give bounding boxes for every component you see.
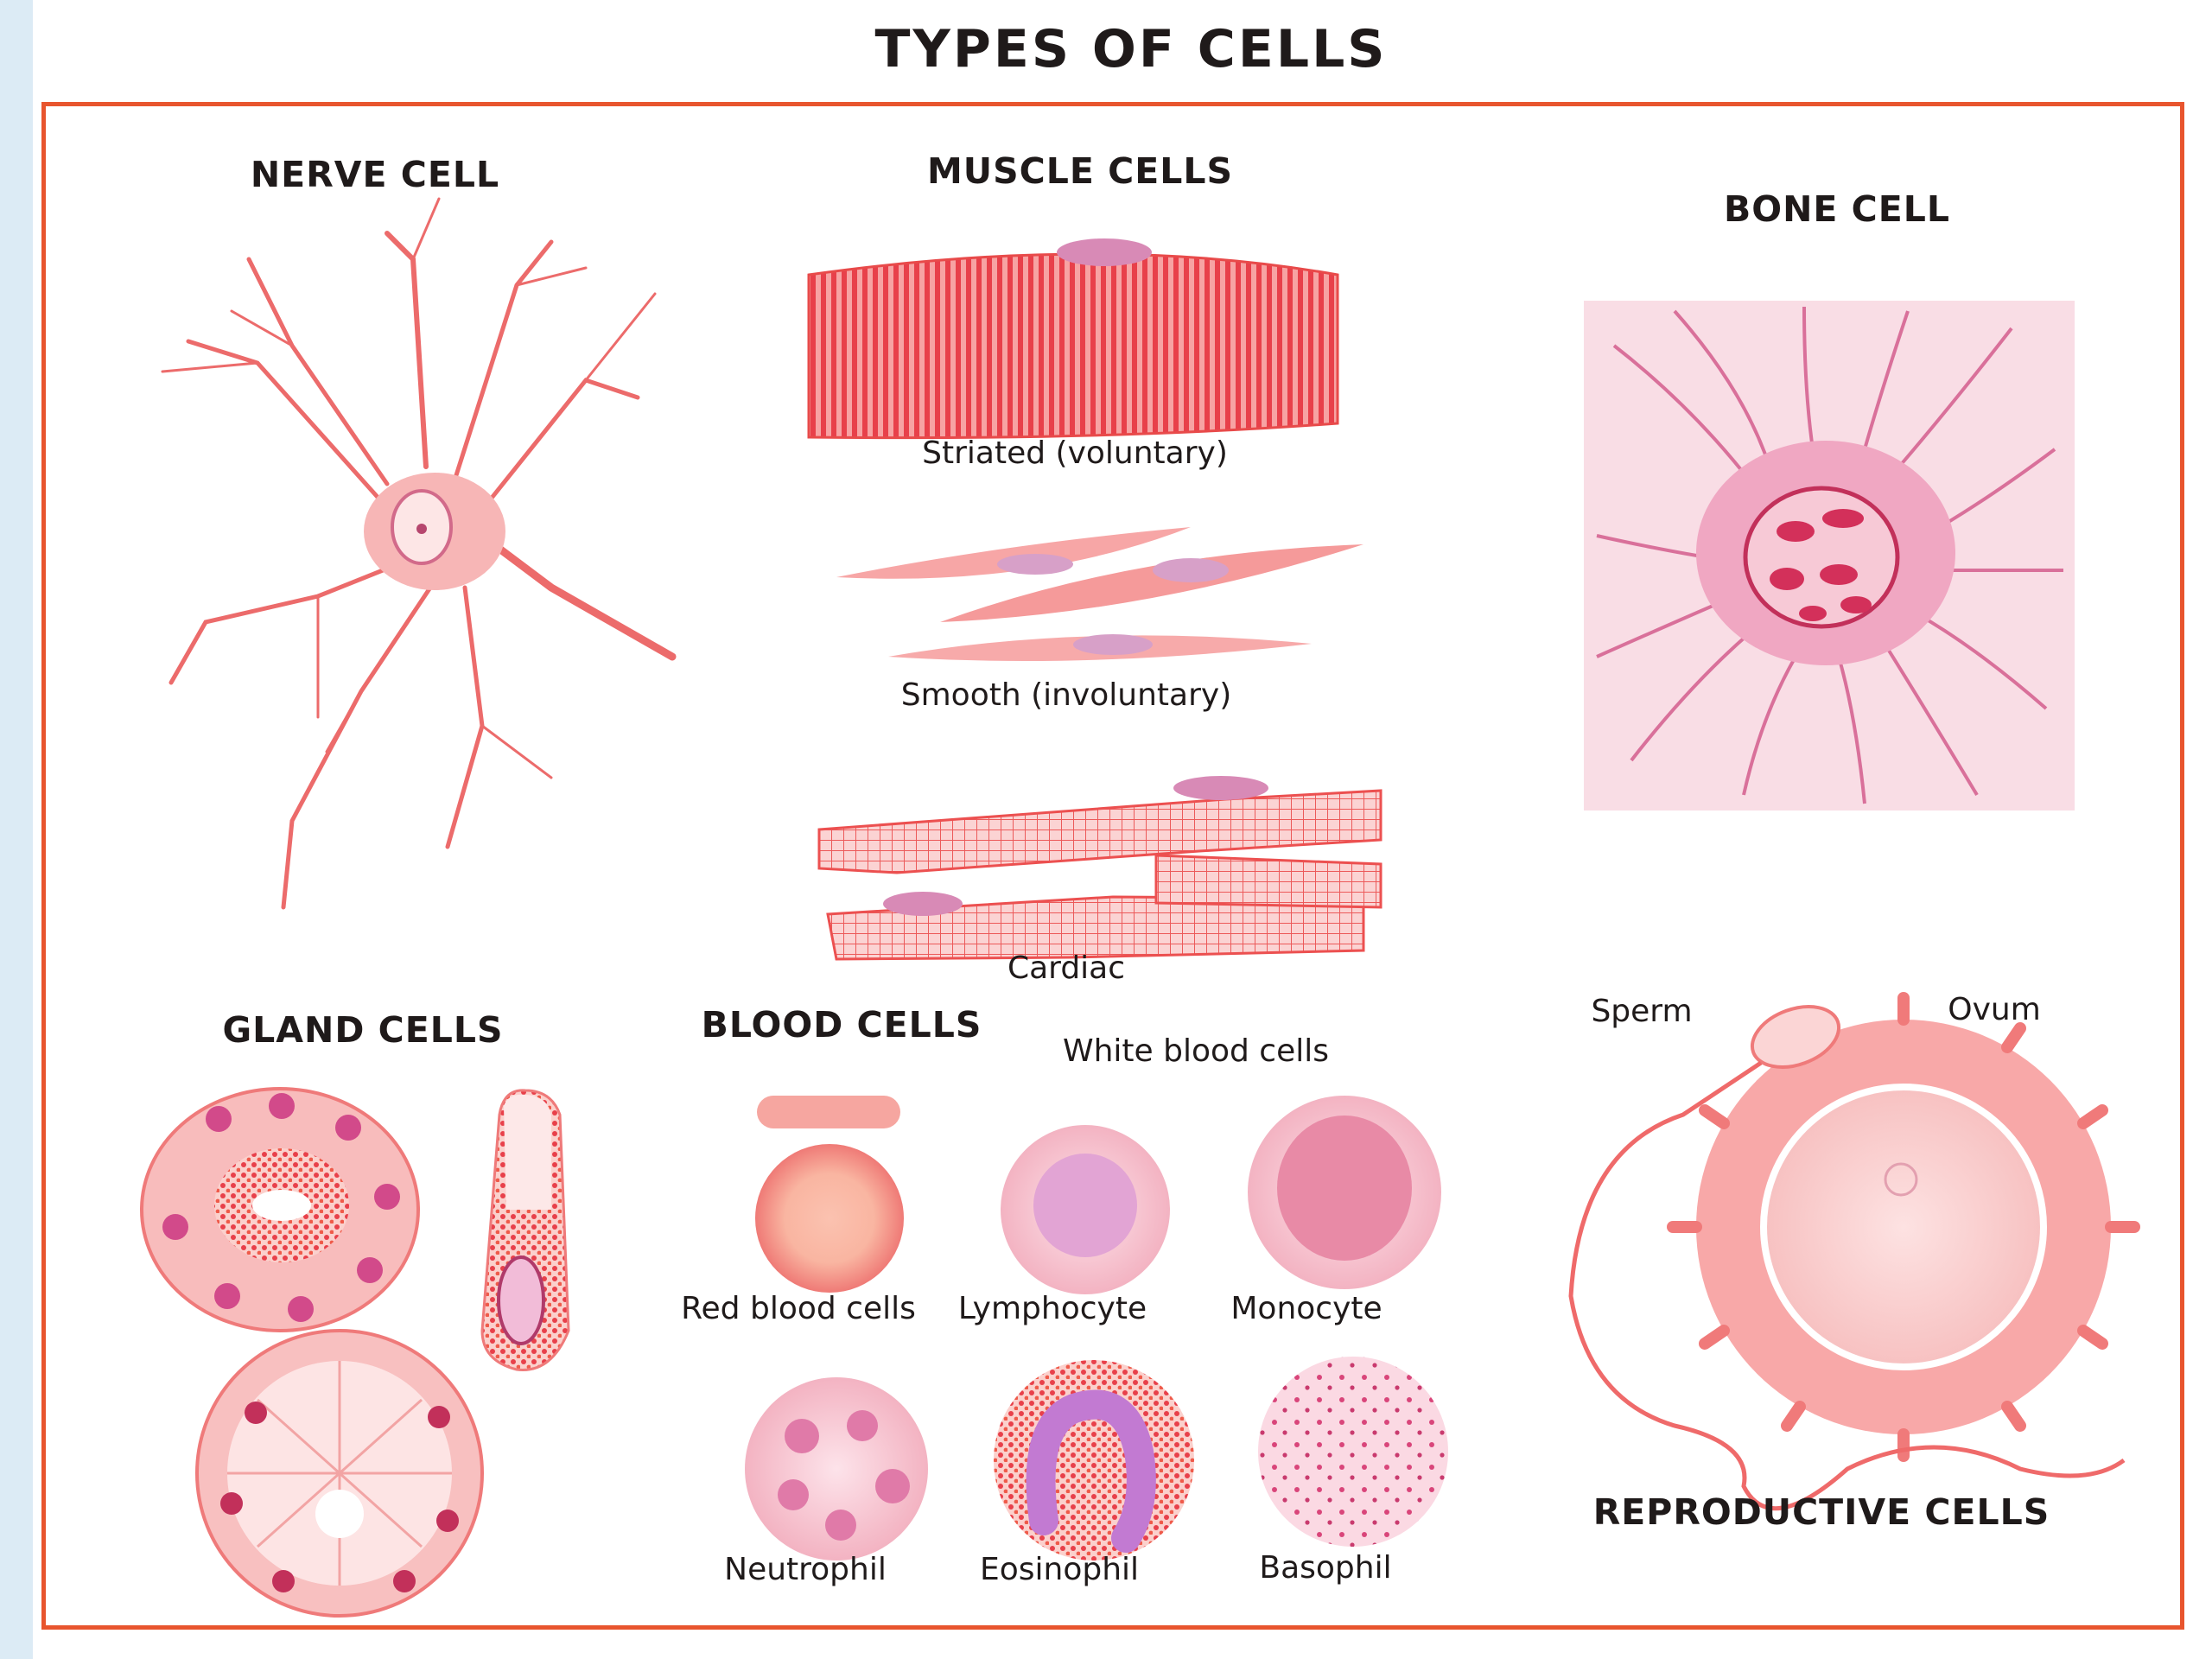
label-smooth: Smooth (involuntary) (900, 677, 1232, 713)
label-lymphocyte: Lymphocyte (957, 1291, 1147, 1326)
gland-cells-drawing (140, 1087, 570, 1618)
chart-sheet: TYPES OF CELLS NERVE CELL MUSCLE CELLS B… (33, 0, 2212, 1659)
smooth-muscle-drawing (836, 527, 1363, 661)
label-eosinophil: Eosinophil (979, 1552, 1140, 1587)
nerve-cell-drawing (161, 197, 677, 910)
striated-muscle-drawing (807, 252, 1339, 440)
bone-cell-drawing (1584, 301, 2075, 810)
label-cardiac: Cardiac (1007, 950, 1126, 986)
label-white-blood-cells: White blood cells (1062, 1033, 1330, 1069)
chart-frame (41, 102, 2184, 1630)
label-ovum: Ovum (1948, 992, 2041, 1027)
cell-illustrations (140, 197, 2140, 1618)
blood-cells-drawing (745, 1096, 1448, 1560)
label-basophil: Basophil (1259, 1550, 1392, 1586)
cardiac-muscle-drawing (817, 776, 1382, 961)
section-title-gland-cells: GLAND CELLS (222, 1009, 504, 1051)
label-monocyte: Monocyte (1230, 1291, 1382, 1326)
section-title-muscle-cells: MUSCLE CELLS (927, 150, 1233, 192)
section-title-blood-cells: BLOOD CELLS (701, 1004, 982, 1046)
section-title-reproductive-cells: REPRODUCTIVE CELLS (1592, 1491, 2050, 1533)
reproductive-cells-drawing (1568, 992, 2140, 1511)
label-neutrophil: Neutrophil (724, 1552, 887, 1587)
section-title-nerve-cell: NERVE CELL (250, 154, 500, 195)
label-striated: Striated (voluntary) (922, 435, 1228, 471)
label-sperm: Sperm (1591, 994, 1693, 1029)
page-title: TYPES OF CELLS (874, 19, 1388, 79)
label-red-blood-cells: Red blood cells (681, 1291, 916, 1326)
section-title-bone-cell: BONE CELL (1723, 188, 1951, 230)
